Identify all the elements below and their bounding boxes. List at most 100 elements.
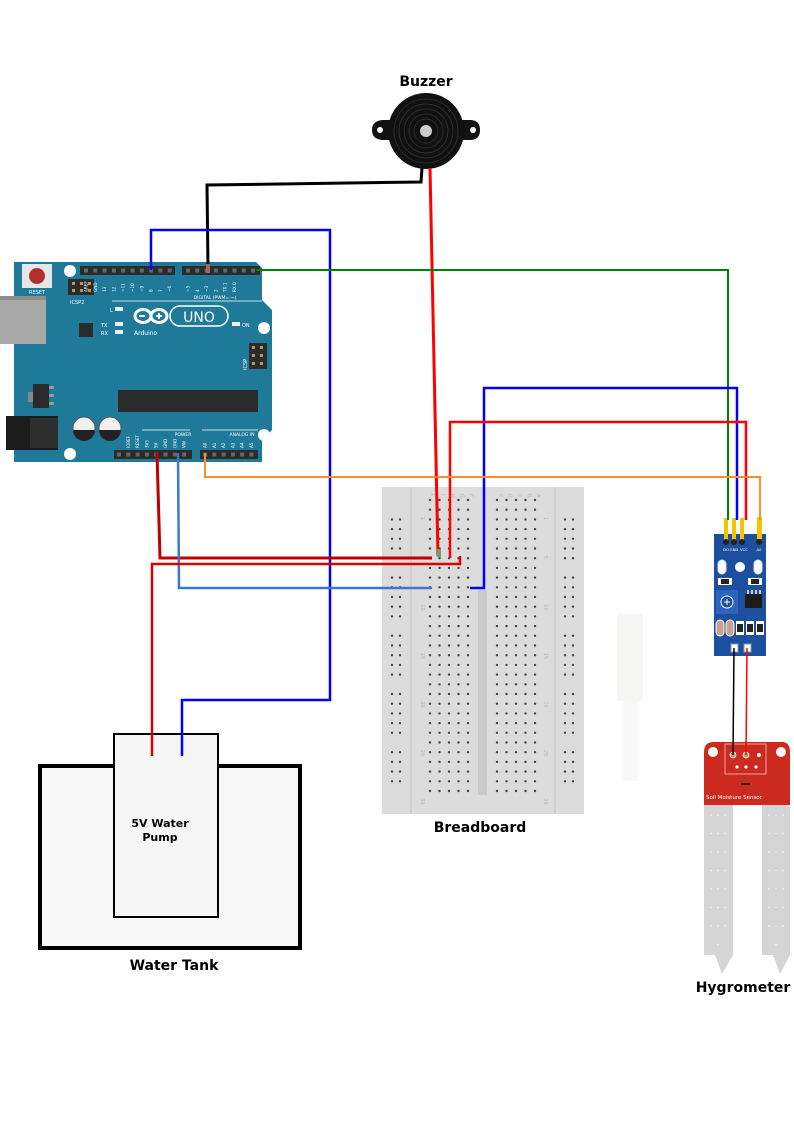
rail-hole[interactable] [571, 605, 575, 608]
breadboard-hole[interactable] [514, 518, 518, 521]
wire-sensor-a0[interactable] [204, 453, 761, 520]
rail-hole[interactable] [390, 751, 394, 754]
breadboard-hole[interactable] [533, 654, 537, 657]
breadboard-hole[interactable] [466, 780, 470, 783]
rail-hole[interactable] [571, 547, 575, 550]
rail-hole[interactable] [390, 634, 394, 637]
breadboard-hole[interactable] [495, 624, 499, 628]
breadboard-hole[interactable] [466, 624, 470, 628]
breadboard-hole[interactable] [466, 644, 470, 647]
rail-hole[interactable] [390, 692, 394, 696]
rail-hole[interactable] [571, 576, 575, 579]
breadboard-hole[interactable] [505, 527, 508, 531]
breadboard-hole[interactable] [514, 615, 518, 618]
breadboard-hole[interactable] [428, 731, 432, 734]
breadboard-hole[interactable] [438, 673, 441, 676]
breadboard-hole[interactable] [533, 547, 537, 550]
breadboard-hole[interactable] [457, 527, 460, 531]
breadboard-hole[interactable] [457, 673, 460, 676]
breadboard-hole[interactable] [428, 595, 432, 599]
breadboard-hole[interactable] [428, 498, 432, 502]
breadboard-hole[interactable] [428, 537, 432, 540]
rail-hole[interactable] [390, 615, 394, 618]
breadboard-hole[interactable] [524, 537, 527, 540]
header-pin[interactable] [158, 268, 163, 273]
rail-hole[interactable] [563, 557, 567, 560]
breadboard-hole[interactable] [428, 654, 432, 657]
breadboard-hole[interactable] [428, 547, 432, 550]
breadboard-hole[interactable] [457, 518, 460, 521]
breadboard-hole[interactable] [457, 721, 460, 725]
breadboard-hole[interactable] [457, 692, 460, 696]
header-pin[interactable] [167, 268, 172, 273]
breadboard-hole[interactable] [466, 789, 470, 793]
rail-hole[interactable] [390, 644, 394, 647]
breadboard-hole[interactable] [438, 702, 441, 705]
breadboard-hole[interactable] [495, 721, 499, 725]
breadboard-hole[interactable] [457, 634, 460, 637]
breadboard-hole[interactable] [447, 595, 451, 599]
breadboard-hole[interactable] [524, 760, 527, 764]
breadboard-hole[interactable] [466, 576, 470, 579]
breadboard-hole[interactable] [438, 712, 441, 715]
breadboard-hole[interactable] [524, 547, 527, 550]
header-pin[interactable] [186, 268, 190, 273]
breadboard-hole[interactable] [533, 566, 537, 570]
breadboard-hole[interactable] [495, 615, 499, 618]
header-pin[interactable] [102, 268, 107, 273]
breadboard-hole[interactable] [505, 576, 508, 579]
breadboard-hole[interactable] [495, 789, 499, 793]
rail-hole[interactable] [571, 537, 575, 540]
breadboard-hole[interactable] [428, 518, 432, 521]
rail-hole[interactable] [398, 518, 402, 521]
rail-hole[interactable] [390, 576, 394, 579]
rail-hole[interactable] [563, 712, 567, 715]
breadboard-hole[interactable] [514, 634, 518, 637]
breadboard-hole[interactable] [457, 683, 460, 686]
breadboard-hole[interactable] [505, 566, 508, 570]
breadboard-hole[interactable] [505, 634, 508, 637]
breadboard-hole[interactable] [466, 731, 470, 734]
rail-hole[interactable] [398, 751, 402, 754]
breadboard-hole[interactable] [495, 586, 499, 589]
breadboard-hole[interactable] [505, 605, 508, 608]
breadboard-hole[interactable] [533, 557, 537, 560]
breadboard-hole[interactable] [533, 508, 537, 511]
breadboard-hole[interactable] [466, 557, 470, 560]
breadboard-hole[interactable] [466, 770, 470, 773]
rail-hole[interactable] [571, 654, 575, 657]
breadboard-hole[interactable] [524, 731, 527, 734]
breadboard-hole[interactable] [505, 586, 508, 589]
breadboard-hole[interactable] [447, 673, 451, 676]
breadboard-hole[interactable] [533, 537, 537, 540]
breadboard-hole[interactable] [505, 518, 508, 521]
rail-hole[interactable] [398, 547, 402, 550]
breadboard-hole[interactable] [466, 527, 470, 531]
breadboard-hole[interactable] [524, 692, 527, 696]
breadboard-hole[interactable] [466, 654, 470, 657]
breadboard-hole[interactable] [428, 741, 432, 744]
breadboard-hole[interactable] [428, 527, 432, 531]
header-pin[interactable] [213, 268, 218, 273]
breadboard-hole[interactable] [505, 624, 508, 628]
header-pin[interactable] [130, 268, 135, 273]
breadboard-hole[interactable] [447, 770, 451, 773]
header-pin[interactable] [241, 268, 246, 273]
rail-hole[interactable] [390, 595, 394, 599]
breadboard-hole[interactable] [438, 508, 441, 511]
breadboard-hole[interactable] [447, 654, 451, 657]
breadboard-hole[interactable] [533, 751, 537, 754]
breadboard-hole[interactable] [466, 634, 470, 637]
rail-hole[interactable] [390, 673, 394, 676]
breadboard-hole[interactable] [533, 780, 537, 783]
rail-hole[interactable] [571, 634, 575, 637]
breadboard-hole[interactable] [514, 595, 518, 599]
rail-hole[interactable] [563, 673, 567, 676]
breadboard-hole[interactable] [495, 605, 499, 608]
breadboard-hole[interactable] [428, 789, 432, 793]
rail-hole[interactable] [398, 731, 402, 734]
breadboard-hole[interactable] [533, 760, 537, 764]
breadboard-hole[interactable] [438, 721, 441, 725]
breadboard-hole[interactable] [505, 673, 508, 676]
breadboard-hole[interactable] [457, 731, 460, 734]
